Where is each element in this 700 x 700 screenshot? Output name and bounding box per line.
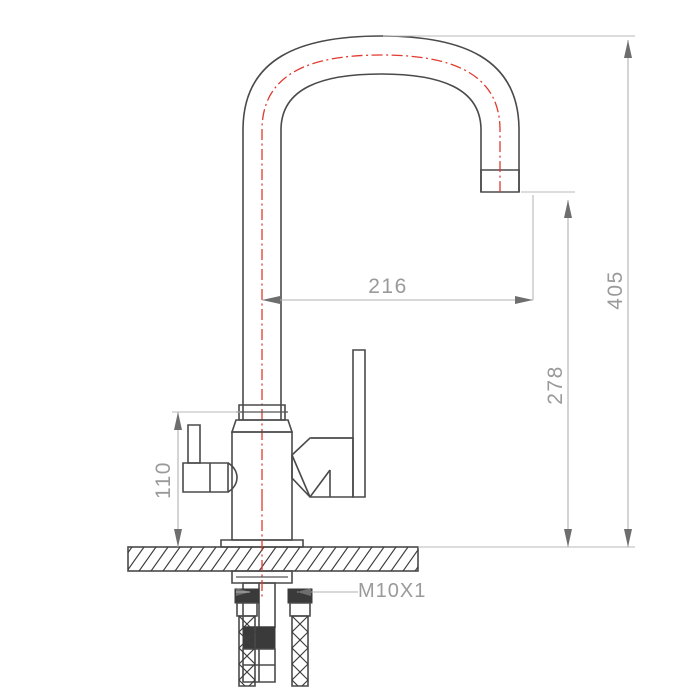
dimension-216-label: 216 [368,275,408,298]
dimension-216-spout-reach: 216 [262,195,534,304]
flex-hose-left [287,588,313,687]
countertop-section [127,546,419,572]
dimension-278-spout-height: 278 [521,191,575,547]
hose-weave-right [239,615,256,686]
hose-weave-left [292,615,309,686]
spout-outlet [480,169,520,193]
filter-handle [182,424,238,493]
thread-spec-label: M10X1 [358,580,426,602]
thread-leader-line [236,588,358,596]
countertop-hatching [128,547,418,571]
gooseneck-spout [242,35,520,420]
mounting-assembly: M10X1 [231,500,426,687]
dimension-110-handle-height: 110 [152,411,240,547]
flex-hose-right [234,588,260,687]
dimension-278-label: 278 [544,365,567,405]
dimension-405-overall-height: 405 [383,35,635,548]
dimension-110-label: 110 [152,461,175,499]
dimension-405-label: 405 [604,270,627,310]
mixer-lever-handle [291,349,366,498]
spout-centerline [261,54,501,500]
